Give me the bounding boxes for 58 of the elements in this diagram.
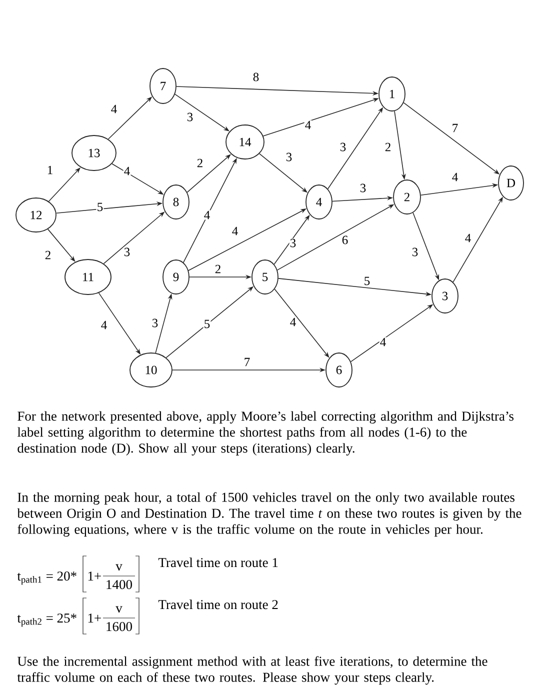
edge-label: 2: [384, 142, 392, 152]
edge-label: 5: [203, 319, 211, 329]
edge-label: 3: [411, 247, 419, 257]
edge-label: 4: [123, 166, 131, 176]
edge-label: 4: [379, 337, 387, 347]
network-node: 8: [162, 184, 190, 220]
edge-label: 2: [44, 250, 52, 260]
edge-label: 3: [359, 183, 367, 193]
network-node: 2: [393, 180, 421, 214]
network-node: 9: [162, 260, 190, 294]
fraction-numerator: v: [116, 606, 122, 613]
edge-label: 7: [243, 357, 251, 367]
network-node: 6: [326, 352, 352, 388]
network-node: 1: [378, 76, 406, 112]
network-node: 11: [64, 259, 112, 295]
question-text: In the morning peak hour, a total of 1500 vehicles travel on the only two available routes between Origin O and Destination D. The travel time t on these two routes is given by the following equations, where v is the traffic volume on the route in vehicles per hour.: [17, 492, 522, 537]
network-node: 3: [432, 278, 458, 314]
network-node: 12: [16, 198, 56, 232]
edge-label: 4: [304, 120, 312, 130]
equation-text: t$_{path1}$ = 20*: [17, 572, 76, 585]
edge-label: 2: [214, 264, 222, 274]
edge-label: 3: [339, 142, 347, 152]
edge-label: 4: [289, 317, 297, 327]
edge-label: 2: [196, 158, 204, 168]
equation-text: 1+: [88, 614, 101, 622]
edge-label: 1: [46, 165, 54, 175]
fraction-denominator: 1600: [106, 622, 132, 632]
edge-label: 3: [151, 318, 159, 328]
network-node: 4: [306, 184, 332, 220]
edge-label: 3: [289, 238, 297, 248]
edge-label: 3: [123, 247, 131, 257]
edge-label: 6: [341, 235, 349, 245]
network-node: 10: [130, 352, 172, 388]
edge-label: 4: [451, 172, 459, 182]
edge-label: 4: [100, 320, 108, 330]
equation-caption: Travel time on route 1: [158, 558, 278, 568]
edge-label: 3: [186, 112, 194, 122]
edge-label: 4: [231, 226, 239, 236]
network-node: 13: [72, 135, 116, 171]
network-node: 7: [150, 68, 176, 104]
network-node: D: [498, 166, 524, 200]
edge-label: 4: [464, 233, 472, 243]
fraction-numerator: v: [116, 564, 122, 571]
network-node: 14: [226, 124, 264, 160]
network-node: 5: [252, 260, 278, 294]
equation-text: t$_{path2}$ = 25*: [17, 614, 76, 627]
fraction-denominator: 1400: [106, 580, 132, 590]
question-text: Use the incremental assignment method with at least five iterations, to determine the traffic volume on each of these two routes. Please show your steps clearly.: [17, 656, 488, 685]
edge-label: 3: [285, 152, 293, 162]
edge-label: 7: [451, 123, 459, 133]
equation-text: 1+: [88, 572, 101, 580]
edge-label: 4: [110, 104, 118, 114]
question-text: For the network presented above, apply Moore’s label correcting algorithm and Dijkstra’s label setting algorithm to determine the shortest paths from all nodes (1-6) to the destination node (D). Show all your steps (iterations) clearly.: [17, 411, 514, 456]
edge-label: 5: [96, 202, 104, 212]
edge-label: 4: [203, 210, 211, 220]
equation-caption: Travel time on route 2: [158, 600, 278, 610]
edge-label: 5: [363, 276, 371, 286]
edge-label: 8: [252, 72, 260, 82]
